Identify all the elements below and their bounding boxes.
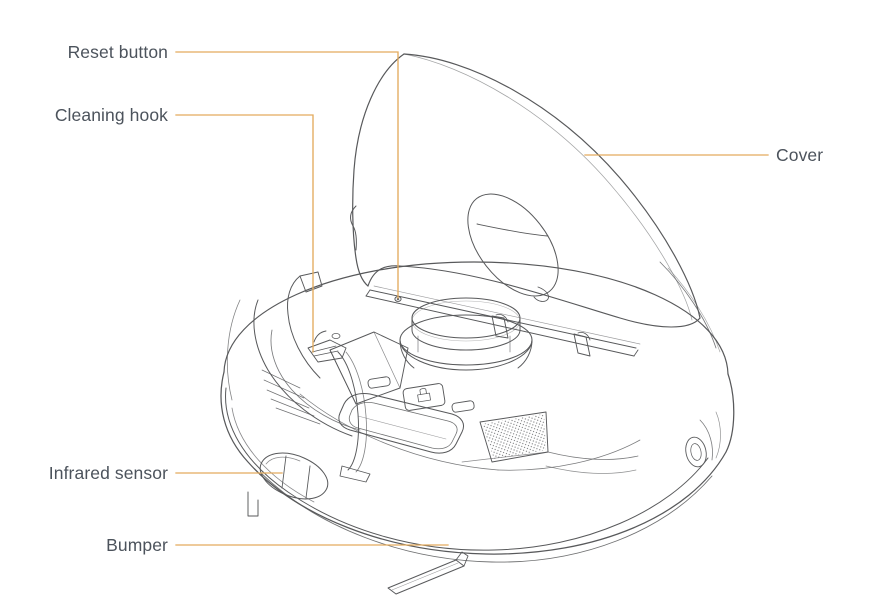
cover-hinge-rod bbox=[365, 285, 641, 357]
vacuum-body bbox=[220, 261, 735, 563]
cleaning-hook-tool bbox=[307, 330, 347, 363]
right-side-details bbox=[659, 261, 721, 468]
lidar-turret bbox=[399, 297, 533, 371]
leader-lines bbox=[175, 51, 769, 546]
callout-label-cleaning-hook: Cleaning hook bbox=[54, 105, 168, 125]
callout-label-infrared-sensor: Infrared sensor bbox=[48, 463, 168, 483]
callout-label-bumper: Bumper bbox=[106, 535, 168, 555]
front-details bbox=[226, 299, 469, 595]
callout-label-cover: Cover bbox=[776, 145, 824, 165]
deck-controls bbox=[299, 376, 641, 474]
leader-cleaning-hook bbox=[175, 114, 314, 353]
leader-reset-button bbox=[175, 51, 399, 299]
cover-lid bbox=[350, 53, 701, 328]
infrared-sensor-window bbox=[259, 452, 329, 500]
callout-label-reset-button: Reset button bbox=[67, 42, 168, 62]
cover-window bbox=[467, 193, 559, 302]
